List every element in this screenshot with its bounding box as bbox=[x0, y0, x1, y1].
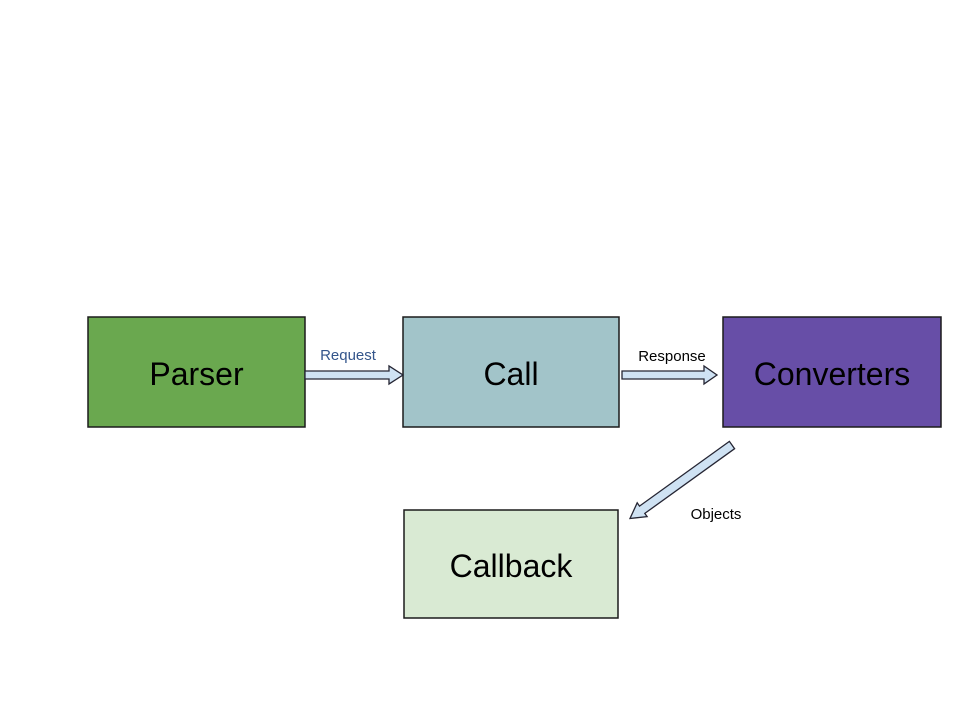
node-callback bbox=[403, 509, 619, 619]
node-call bbox=[402, 316, 620, 428]
node-parser bbox=[87, 316, 306, 428]
edge-label-request: Request bbox=[320, 347, 377, 364]
node-parser-label: Parser bbox=[149, 356, 244, 392]
node-converters-label: Converters bbox=[754, 356, 911, 392]
arrow-request-icon bbox=[304, 364, 405, 386]
arrow-objects-icon bbox=[628, 440, 736, 520]
node-callback-label: Callback bbox=[450, 548, 574, 584]
node-converters bbox=[722, 316, 942, 428]
node-call-label: Call bbox=[483, 356, 538, 392]
edge-label-response: Response bbox=[638, 348, 706, 365]
arrow-response-icon bbox=[621, 364, 719, 386]
edge-label-objects: Objects bbox=[691, 506, 742, 523]
